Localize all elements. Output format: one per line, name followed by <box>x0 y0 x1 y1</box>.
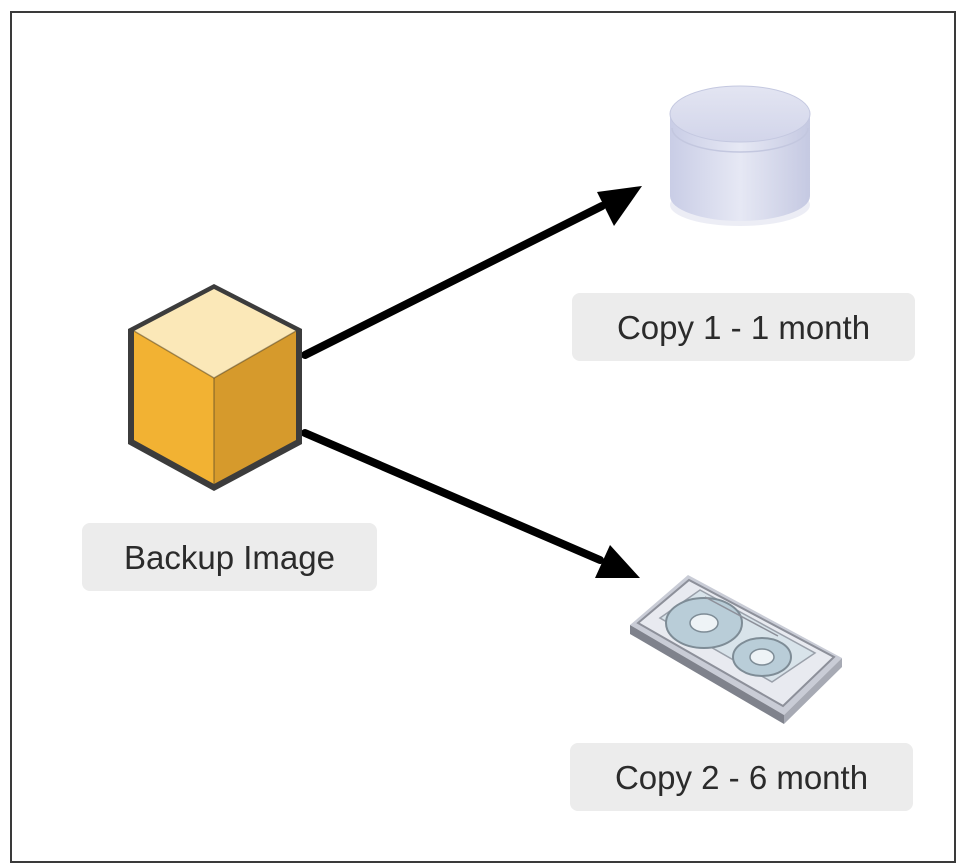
tape-cartridge-icon <box>630 575 842 724</box>
arrow-to-copy2 <box>301 429 640 578</box>
backup-image-label: Backup Image <box>82 523 377 591</box>
cube-icon <box>128 284 302 491</box>
copy2-label: Copy 2 - 6 month <box>570 743 913 811</box>
disk-storage-icon <box>669 85 811 226</box>
arrow-to-copy1 <box>301 186 642 359</box>
copy1-label: Copy 1 - 1 month <box>572 293 915 361</box>
